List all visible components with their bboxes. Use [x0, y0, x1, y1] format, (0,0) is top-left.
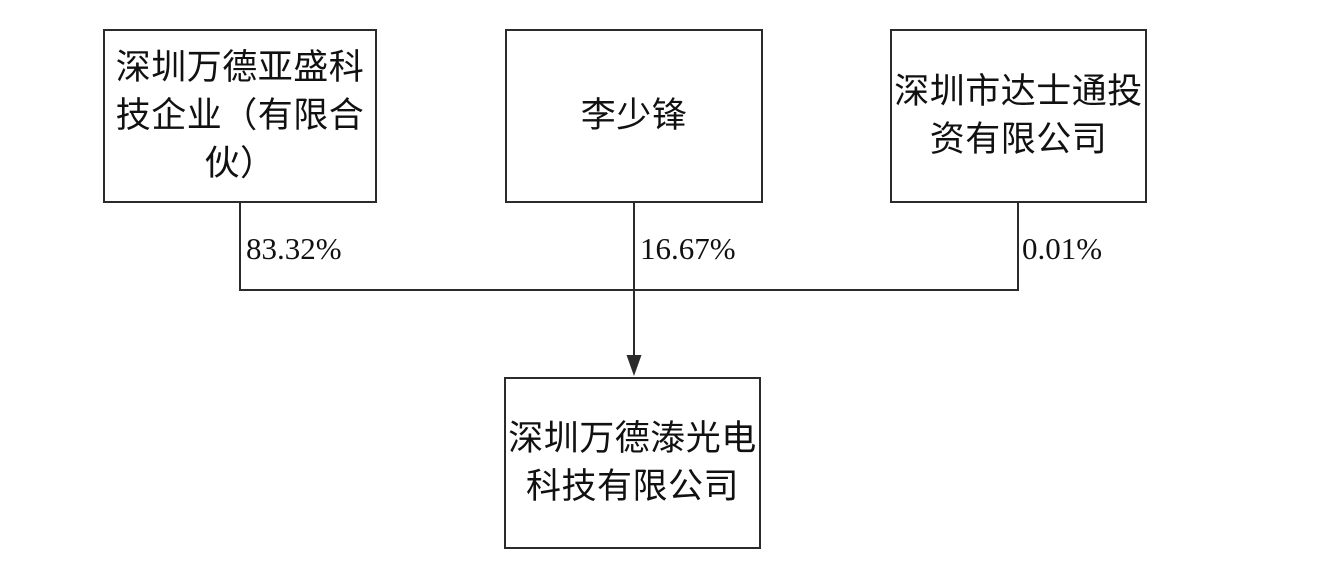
shareholder-name: 深圳市达士通投 资有限公司 [894, 68, 1143, 164]
shareholder-name-line: 深圳万德亚盛科 [115, 48, 365, 87]
company-name-line: 深圳万德溙光电 [508, 419, 757, 458]
shareholder-name: 李少锋 [581, 92, 688, 140]
shareholder-name-line: 伙） [204, 144, 276, 183]
ownership-percentage-label: 83.32% [246, 231, 342, 266]
arrowhead-down-icon [626, 355, 642, 376]
shareholder-box-lishaofeng: 李少锋 [505, 29, 763, 203]
shareholder-name: 深圳万德亚盛科 技企业（有限合 伙） [116, 44, 365, 188]
shareholder-name-line: 资有限公司 [929, 120, 1108, 159]
shareholder-name-line: 李少锋 [580, 96, 688, 135]
shareholder-name-line: 技企业（有限合 [115, 96, 365, 135]
company-name-line: 科技有限公司 [525, 467, 739, 506]
shareholder-box-dashitong: 深圳市达士通投 资有限公司 [890, 29, 1147, 203]
company-name: 深圳万德溙光电 科技有限公司 [508, 415, 757, 511]
shareholder-box-wandeyasheng: 深圳万德亚盛科 技企业（有限合 伙） [103, 29, 377, 203]
company-box-wandetai: 深圳万德溙光电 科技有限公司 [504, 377, 761, 549]
ownership-percentage-label: 0.01% [1022, 231, 1103, 266]
shareholder-name-line: 深圳市达士通投 [894, 72, 1143, 111]
ownership-percentage-label: 16.67% [640, 231, 736, 266]
